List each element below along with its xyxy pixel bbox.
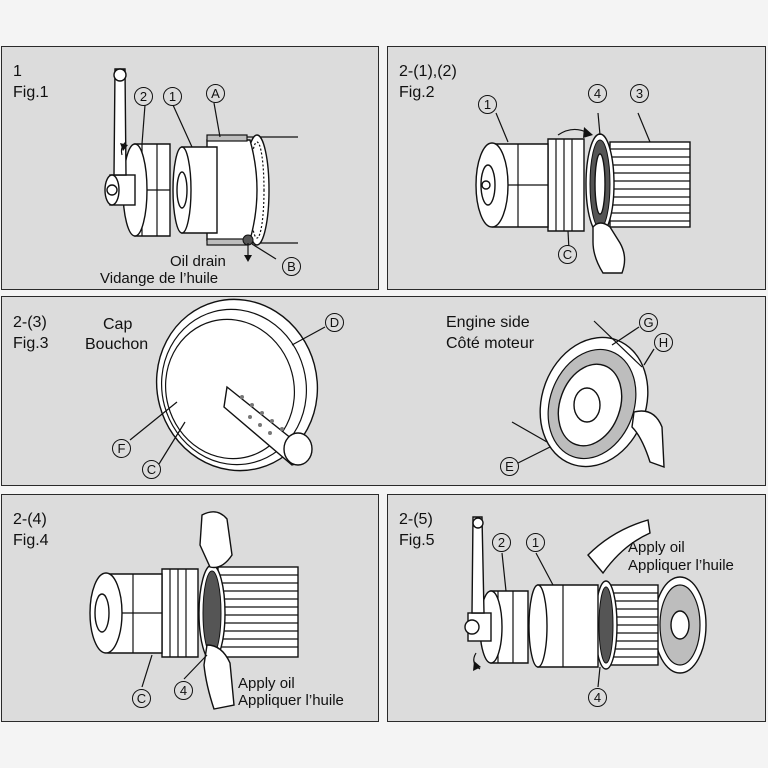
step-number: 2-(3) (13, 314, 47, 331)
figure-label: Fig.2 (399, 84, 435, 101)
fig1-illustration (104, 68, 298, 262)
fig5-illustration (464, 516, 707, 688)
marker-c: C (558, 245, 577, 264)
figure-label: Fig.5 (399, 532, 435, 549)
engine-side-label-fr: Côté moteur (446, 335, 535, 352)
marker-g: G (639, 313, 658, 332)
marker-1: 1 (163, 87, 182, 106)
apply-oil-label: Apply oil (628, 539, 685, 556)
marker-c: C (132, 689, 151, 708)
marker-f: F (112, 439, 131, 458)
fig4-illustration (89, 511, 299, 710)
panel-fig3: 2-(3) Fig.3 Cap Bouchon Engine side Côté… (1, 296, 766, 486)
figure-label: Fig.3 (13, 335, 49, 352)
marker-2: 2 (134, 87, 153, 106)
marker-3: 3 (630, 84, 649, 103)
oil-drain-label: Oil drain (170, 253, 226, 270)
apply-oil-label-fr: Appliquer l’huile (238, 692, 344, 709)
step-number: 2-(5) (399, 511, 433, 528)
cap-label-fr: Bouchon (85, 336, 149, 353)
cap-drawing (155, 298, 319, 472)
fig2-illustration (475, 112, 691, 274)
cap-label: Cap (103, 316, 133, 333)
marker-4: 4 (588, 688, 607, 707)
marker-4: 4 (174, 681, 193, 700)
step-number: 2-(1),(2) (399, 63, 457, 80)
oil-drain-label-fr: Vidange de l’huile (100, 270, 219, 287)
marker-b: B (282, 257, 301, 276)
panel-fig4: 2-(4) Fig.4 C 4 Apply oil Appliquer l’hu… (1, 494, 379, 722)
engine-side-label: Engine side (446, 314, 530, 331)
engine-side-drawing (511, 320, 665, 469)
marker-4: 4 (588, 84, 607, 103)
marker-e: E (500, 457, 519, 476)
apply-oil-label: Apply oil (238, 675, 295, 692)
figure-label: Fig.1 (13, 84, 49, 101)
fig3-illustration (129, 298, 665, 472)
panel-fig1: 1 Fig.1 2 1 A B Oil drain Vidange de l’h… (1, 46, 379, 290)
marker-d: D (325, 313, 344, 332)
step-number: 2-(4) (13, 511, 47, 528)
marker-a: A (206, 84, 225, 103)
marker-1: 1 (478, 95, 497, 114)
marker-h: H (654, 333, 673, 352)
step-number: 1 (13, 63, 22, 80)
marker-2: 2 (492, 533, 511, 552)
panel-fig5: 2-(5) Fig.5 2 1 4 Apply oil Appliquer l’… (387, 494, 766, 722)
marker-c: C (142, 460, 161, 479)
apply-oil-label-fr: Appliquer l’huile (628, 557, 734, 574)
figure-label: Fig.4 (13, 532, 49, 549)
panel-fig2: 2-(1),(2) Fig.2 1 4 3 C (387, 46, 766, 290)
marker-1: 1 (526, 533, 545, 552)
filter-pleats (609, 141, 691, 228)
